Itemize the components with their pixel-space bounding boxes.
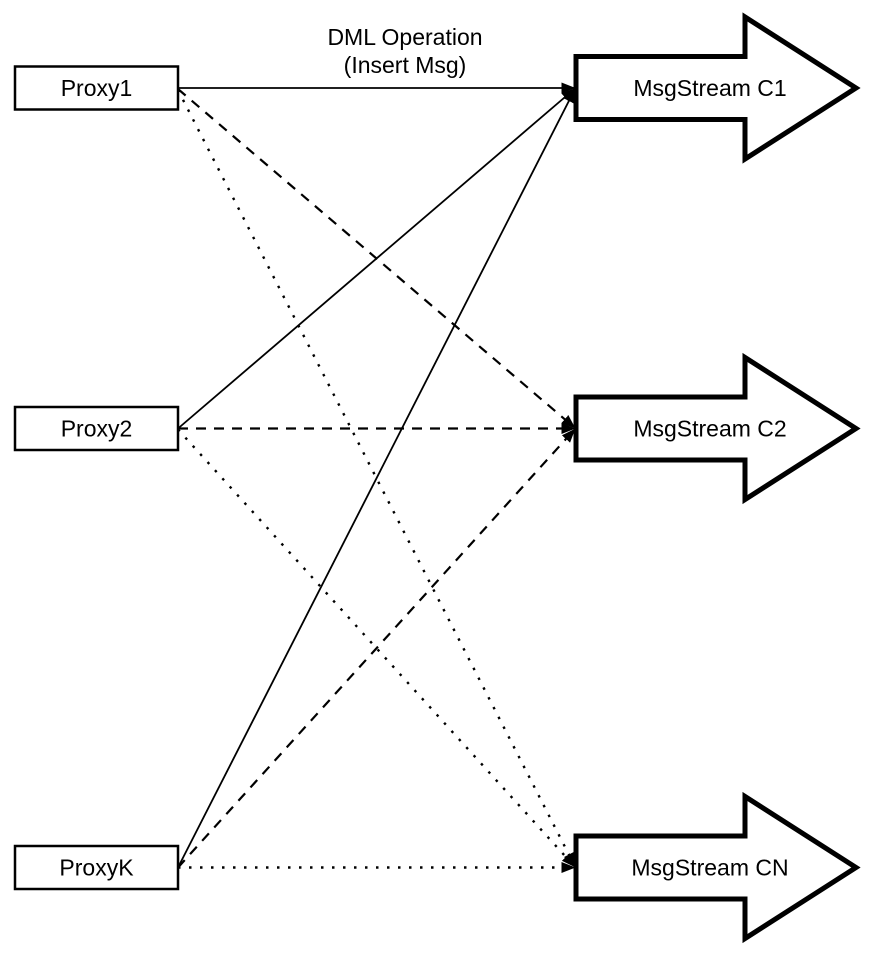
proxyk-label: ProxyK <box>59 855 134 881</box>
proxyk-box <box>13 844 180 891</box>
edge-proxyk-msgstream-c2 <box>177 428 576 869</box>
msgstream-c2-label: MsgStream C2 <box>633 416 786 442</box>
proxy1-node: Proxy1 <box>13 65 180 111</box>
msgstream-c1-arrow-shape <box>573 12 861 164</box>
edges-dashed <box>177 88 576 869</box>
edge-proxy1-msgstream-cn <box>176 89 577 868</box>
proxy2-label: Proxy2 <box>61 416 133 442</box>
msgstream-c1-label: MsgStream C1 <box>633 75 786 101</box>
proxy1-box <box>13 65 180 111</box>
msgstream-cn-arrow-shape <box>573 791 861 944</box>
edges-dotted <box>176 89 577 873</box>
diagram-title-line2: (Insert Msg) <box>344 52 467 78</box>
proxy2-box <box>13 405 180 452</box>
diagram-title-line1: DML Operation <box>327 24 482 50</box>
msgstream-cn-label: MsgStream CN <box>631 855 788 881</box>
msgstream-c2-arrow-shape <box>573 352 861 505</box>
msgstream-cn-node: MsgStream CN <box>573 791 861 944</box>
proxy2-node: Proxy2 <box>13 405 180 452</box>
proxyk-node: ProxyK <box>13 844 180 891</box>
msgstream-c2-node: MsgStream C2 <box>573 352 861 505</box>
edge-proxyk-msgstream-c1 <box>177 88 576 868</box>
msgstream-c1-node: MsgStream C1 <box>573 12 861 164</box>
proxy1-label: Proxy1 <box>61 75 133 101</box>
edge-proxy1-msgstream-c2 <box>177 88 576 429</box>
